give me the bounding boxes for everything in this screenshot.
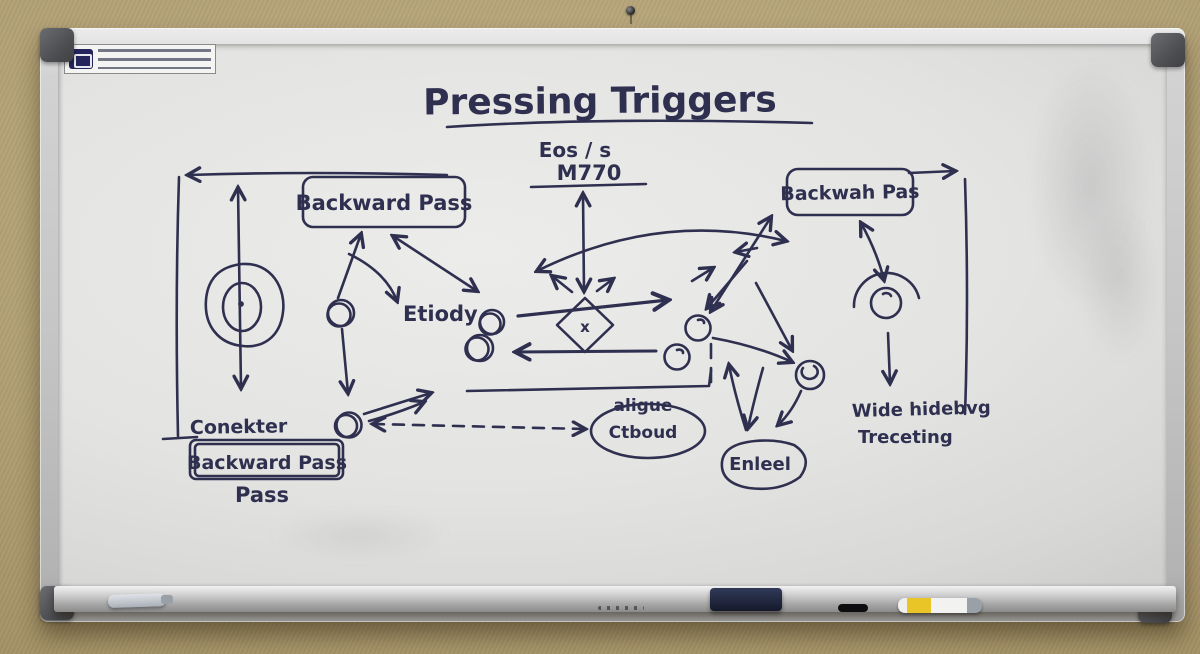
wall-pin-stem — [630, 15, 632, 24]
frame-corner-cap — [1151, 33, 1185, 67]
tray-specks — [598, 606, 644, 610]
whiteboard-surface — [58, 44, 1167, 587]
marker-black — [838, 604, 868, 612]
marker-yellow — [898, 598, 982, 613]
marker-silver — [107, 592, 167, 609]
marker-yellow-cap — [967, 598, 982, 613]
marker-yellow-band — [907, 598, 931, 613]
frame-corner-cap — [40, 28, 74, 62]
wall-pin-icon — [626, 6, 635, 15]
whiteboard-eraser — [710, 588, 782, 611]
brand-sticker-text-lines — [98, 49, 211, 69]
marker-yellow-body — [931, 598, 967, 613]
marker-yellow-tip — [898, 598, 907, 613]
brand-logo-icon — [69, 49, 93, 69]
brand-sticker — [64, 44, 216, 74]
